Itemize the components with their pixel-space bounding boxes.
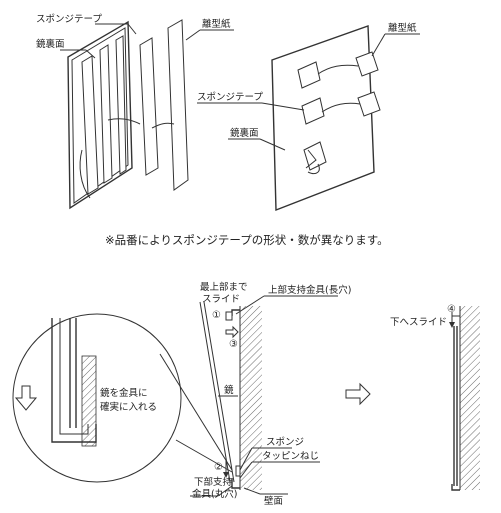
insert-down-arrow xyxy=(14,385,38,411)
sponge-tape-strip-2 xyxy=(99,44,113,184)
label-insert-line1: 鏡を金具に xyxy=(100,387,148,399)
label-mirror-back-left: 鏡裏面 xyxy=(36,38,65,50)
step-3: ③ xyxy=(229,339,238,350)
release-paper-square-1 xyxy=(355,51,379,77)
next-step-arrow xyxy=(345,382,371,406)
sponge-tape-separated xyxy=(139,37,159,176)
label-upper-bracket: 上部支持金具(長穴) xyxy=(268,284,351,296)
label-slide-down: 下へスライド xyxy=(390,317,447,328)
label-tapping-screw: タッピンねじ xyxy=(262,451,319,462)
sponge-square-2 xyxy=(301,97,325,125)
label-mirror-back-right: 鏡裏面 xyxy=(230,127,259,139)
label-sponge-tape-left: スポンジテープ xyxy=(36,14,102,25)
label-lower-bracket-line2: 金具(丸穴) xyxy=(192,488,237,500)
label-lower-bracket-line1: 下部支持 xyxy=(194,476,233,488)
label-sponge-tape-right: スポンジテープ xyxy=(197,92,263,103)
step-2: ② xyxy=(214,462,223,473)
sponge-tape-strip-1 xyxy=(81,55,99,195)
mirror-back-panel-right xyxy=(271,25,375,212)
top-left-mirror-figure xyxy=(60,19,234,210)
step-1: ① xyxy=(212,310,221,321)
release-paper-strip xyxy=(167,19,189,191)
detail-zoom-circle xyxy=(12,313,233,483)
wall-section-left xyxy=(190,295,338,497)
label-wall: 壁面 xyxy=(264,495,283,507)
top-right-mirror-figure xyxy=(197,25,420,212)
label-top-slide: 最上部まで xyxy=(200,281,248,293)
shape-note: ※品番によりスポンジテープの形状・数が異なります。 xyxy=(105,233,389,247)
label-release-paper-left: 離型紙 xyxy=(202,18,231,30)
release-paper-square-2 xyxy=(357,91,381,117)
step-4: ④ xyxy=(447,304,456,315)
label-release-paper-right: 離型紙 xyxy=(388,22,417,34)
sponge-tape-strip-3 xyxy=(115,35,127,175)
label-slide: スライド xyxy=(202,294,240,305)
wall-section-right xyxy=(449,306,480,491)
mirror-back-panel-left xyxy=(67,20,133,210)
label-sponge: スポンジ xyxy=(266,437,304,448)
sponge-square-1 xyxy=(297,61,321,89)
sponge-square-3 xyxy=(303,141,327,171)
label-insert-line2: 確実に入れる xyxy=(100,401,157,413)
label-mirror: 鏡 xyxy=(224,384,234,396)
